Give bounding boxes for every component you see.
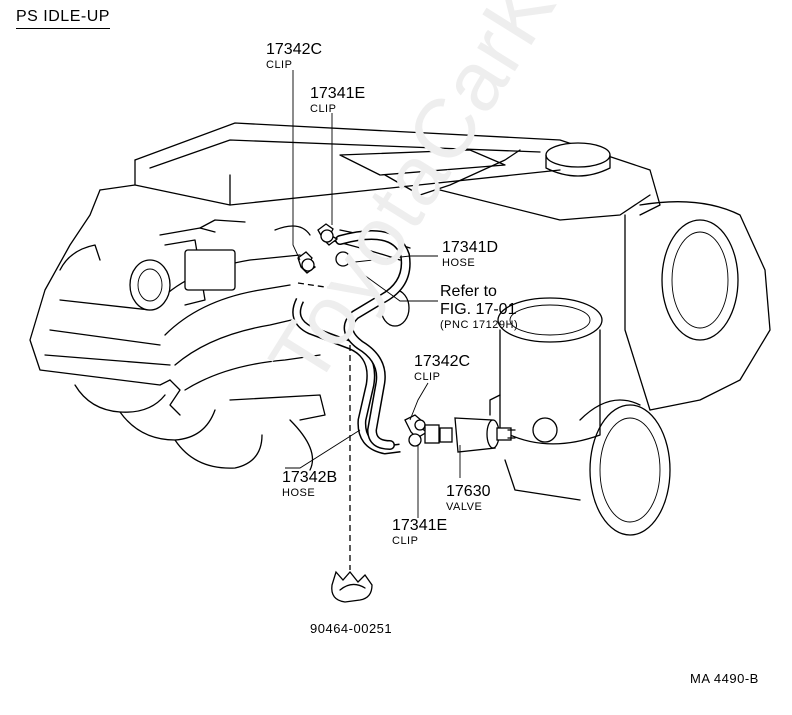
callout-hose-17342B: 17342B HOSE — [282, 470, 337, 499]
part-name: CLIP — [310, 103, 337, 115]
reference-line-1: Refer to — [440, 283, 497, 300]
callout-hose-17341D: 17341D HOSE — [442, 240, 498, 269]
part-number: 17341E — [392, 517, 448, 534]
part-number: 17341E — [310, 85, 366, 102]
bracket-90464 — [331, 570, 373, 603]
callout-clip-17342C-top: 17342C CLIP — [266, 42, 322, 71]
reference-note: Refer to FIG. 17-01 (PNC 17129H) — [440, 284, 518, 331]
engine-body — [29, 122, 771, 536]
callout-clip-17341E-top: 17341E CLIP — [310, 86, 365, 115]
part-name: HOSE — [282, 487, 316, 499]
part-number: 17630 — [446, 483, 491, 500]
callout-valve-17630: 17630 VALVE — [446, 484, 491, 513]
callout-bracket-90464: 90464-00251 — [310, 622, 392, 635]
diagram-title: PS IDLE-UP — [16, 8, 110, 29]
figure-code: MA 4490-B — [690, 671, 759, 686]
clips — [297, 223, 429, 447]
reference-line-2: FIG. 17-01 — [440, 301, 517, 318]
part-name: CLIP — [392, 535, 419, 547]
valve-17630 — [424, 417, 516, 453]
callout-clip-17342C-mid: 17342C CLIP — [414, 354, 470, 383]
part-number: 17342B — [282, 469, 338, 486]
part-number: 17342C — [266, 41, 323, 58]
hose-17341D — [335, 230, 411, 450]
callout-clip-17341E-bottom: 17341E CLIP — [392, 518, 447, 547]
part-name: CLIP — [414, 371, 441, 383]
part-number: 17341D — [442, 239, 499, 256]
reference-line-3: (PNC 17129H) — [440, 319, 519, 331]
part-name: HOSE — [442, 257, 476, 269]
part-number: 17342C — [414, 353, 471, 370]
part-number: 90464-00251 — [310, 621, 393, 636]
leader-lines — [285, 70, 461, 570]
part-name: CLIP — [266, 59, 293, 71]
part-name: VALVE — [446, 501, 483, 513]
